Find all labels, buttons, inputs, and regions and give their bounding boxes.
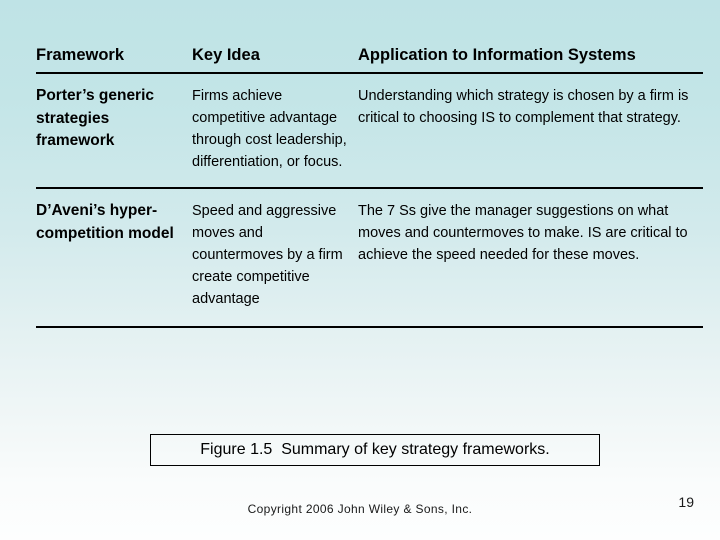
column-header-key-idea: Key Idea xyxy=(192,46,358,74)
figure-caption-box: Figure 1.5 Summary of key strategy frame… xyxy=(150,434,600,466)
cell-framework: Porter’s generic strategies framework xyxy=(36,73,192,189)
table-body: Porter’s generic strategies framework Fi… xyxy=(36,73,703,328)
table-header: Framework Key Idea Application to Inform… xyxy=(36,46,703,74)
page-number: 19 xyxy=(678,494,694,510)
table-header-row: Framework Key Idea Application to Inform… xyxy=(36,46,703,74)
cell-application: Understanding which strategy is chosen b… xyxy=(358,73,703,189)
table-row: D’Aveni’s hyper-competition model Speed … xyxy=(36,188,703,328)
cell-key-idea: Firms achieve competitive advantage thro… xyxy=(192,73,358,189)
strategy-table: Framework Key Idea Application to Inform… xyxy=(36,46,703,328)
copyright-notice: Copyright 2006 John Wiley & Sons, Inc. xyxy=(247,502,473,516)
strategy-table-container: Framework Key Idea Application to Inform… xyxy=(36,46,703,328)
column-header-application: Application to Information Systems xyxy=(358,46,703,74)
table-row: Porter’s generic strategies framework Fi… xyxy=(36,73,703,189)
column-header-framework: Framework xyxy=(36,46,192,74)
cell-application: The 7 Ss give the manager suggestions on… xyxy=(358,188,703,328)
cell-key-idea: Speed and aggressive moves and countermo… xyxy=(192,188,358,328)
figure-caption-text: Figure 1.5 Summary of key strategy frame… xyxy=(200,441,550,458)
cell-framework: D’Aveni’s hyper-competition model xyxy=(36,188,192,328)
